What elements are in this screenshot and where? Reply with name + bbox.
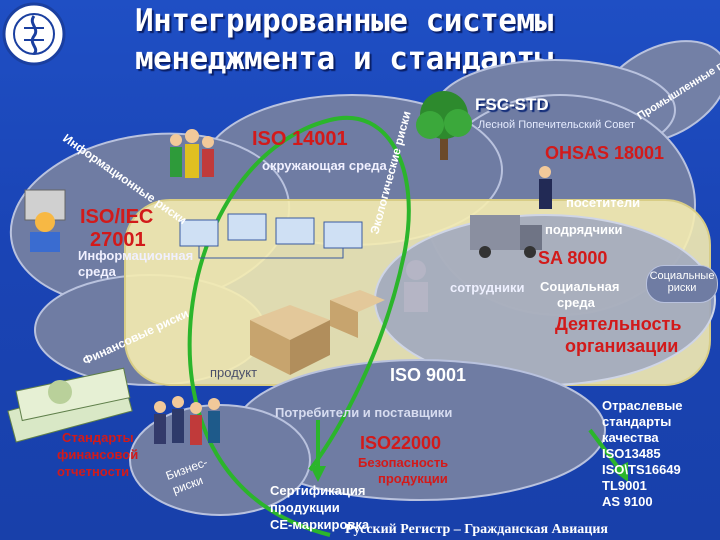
safety-label-a: Безопасность	[358, 455, 448, 470]
cert-label-b: продукции	[270, 500, 340, 515]
safety-label-b: продукции	[378, 471, 448, 486]
industry-heading-2: стандарты	[602, 414, 712, 430]
visitor-figure-icon	[539, 166, 552, 209]
industry-item: ISO13485	[602, 446, 712, 462]
employee-figure-icon	[404, 260, 428, 312]
industry-item: AS 9100	[602, 494, 712, 510]
social-risks-bubble: Социальные риски	[646, 265, 718, 303]
consumers-label: Потребители и поставщики	[275, 405, 452, 420]
iso14001-label: ISO 14001	[252, 128, 348, 151]
fsc-label: FSC-STD	[475, 95, 549, 115]
cert-label-a: Сертификация	[270, 483, 365, 498]
employees-label: сотрудники	[450, 280, 524, 295]
environment-label: окружающая среда	[262, 158, 387, 173]
industry-heading-1: Отраслевые	[602, 398, 712, 414]
iso9001-label: ISO 9001	[390, 365, 466, 386]
iso22000-label: ISO22000	[360, 433, 441, 454]
industry-item: ISO\TS16649	[602, 462, 712, 478]
iso27001-label-a: ISO/IEC	[80, 206, 153, 229]
fin-std-label-a: Стандарты	[62, 430, 134, 445]
fin-std-label-c: отчетности	[57, 464, 129, 479]
info-env-label-b: среда	[78, 264, 116, 279]
industry-item: TL9001	[602, 478, 712, 494]
activity-label-a: Деятельность	[555, 314, 681, 335]
family-people-icon	[170, 129, 214, 178]
industry-standards-block: Отраслевые стандарты качества ISO13485 I…	[602, 398, 712, 510]
footer-caption: Русский Регистр – Гражданская Авиация	[345, 522, 608, 538]
social-risks-label-b: риски	[647, 282, 717, 294]
fin-std-label-b: финансовой	[57, 447, 138, 462]
industry-heading-3: качества	[602, 430, 712, 446]
sa8000-label: SA 8000	[538, 248, 607, 269]
social-env-label-a: Социальная	[540, 279, 619, 294]
info-env-label-a: Информационная	[78, 248, 193, 263]
product-label: продукт	[210, 365, 257, 380]
activity-label-b: организации	[565, 336, 678, 357]
contractors-label: подрядчики	[545, 222, 623, 237]
visitors-label: посетители	[566, 195, 640, 210]
ohsas-label: OHSAS 18001	[545, 143, 664, 164]
social-risks-label-a: Социальные	[647, 270, 717, 282]
fsc-subtitle: Лесной Попечительский Совет	[478, 119, 635, 131]
social-env-label-b: среда	[557, 295, 595, 310]
